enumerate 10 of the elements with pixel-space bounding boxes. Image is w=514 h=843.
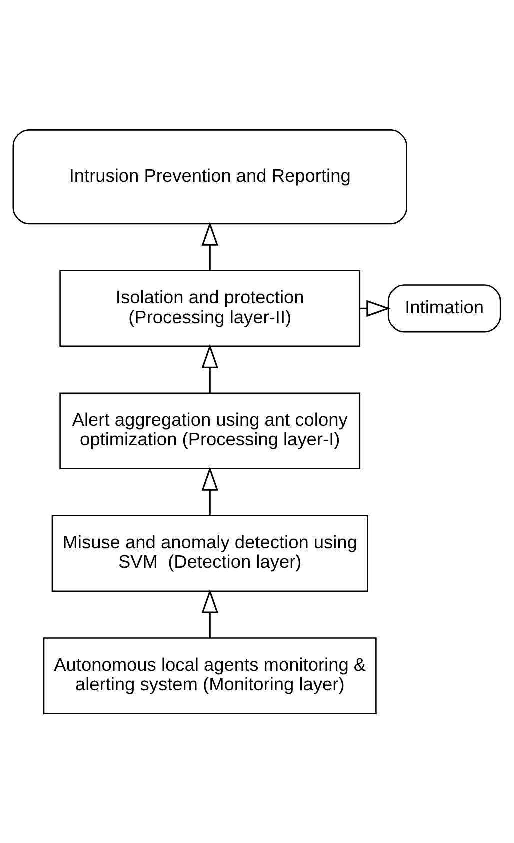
arrow [202, 221, 218, 270]
node-box: Intrusion Prevention and Reporting [12, 129, 408, 224]
node-box: Alert aggregation using ant colony optimization (Processing layer-I) [60, 392, 361, 470]
node-box: Autonomous local agents monitoring & alerting system (Monitoring layer) [43, 637, 377, 714]
arrow [202, 588, 218, 638]
arrow [202, 466, 218, 516]
node-box: Intimation [388, 284, 502, 332]
node-box: Isolation and protection (Processing layer-II) [60, 270, 361, 347]
node-box: Misuse and anomaly detection using SVM (Detection layer) [52, 514, 368, 592]
arrow [202, 344, 218, 393]
